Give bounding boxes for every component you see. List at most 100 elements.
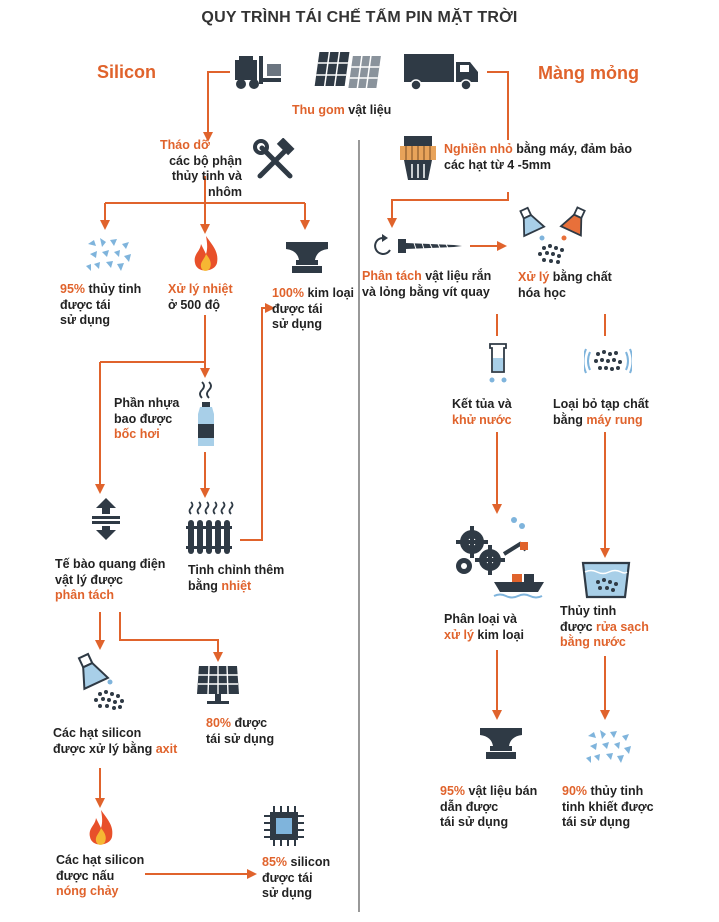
text: Loại bỏ tạp chất [553, 397, 649, 411]
step-melt: Các hạt silicon được nấu nóng chảy [56, 853, 144, 900]
tools-icon [253, 138, 295, 179]
highlight: Xử lý nhiệt [168, 282, 233, 296]
semiconductor-anvil-icon [480, 728, 522, 759]
text: tái sử dụng [206, 731, 275, 746]
highlight: axit [155, 741, 178, 756]
step-metal-100: 100% kim loại được tái sử dụng [272, 286, 354, 333]
text: vật liệu rắn [421, 269, 492, 283]
text: Các hạt silicon [53, 726, 142, 740]
silicon-heading: Silicon [97, 62, 157, 82]
step-semiconductor-95: 95% vật liệu bán dẫn được tái sử dụng [440, 784, 537, 831]
forklift-icon [235, 56, 281, 89]
highlight: rửa sạch [596, 619, 649, 634]
highlight: Tháo dỡ [160, 138, 210, 152]
step-wash-glass: Thủy tinh được rửa sạch bằng nước [560, 604, 649, 651]
solar-panel-icon [197, 665, 239, 704]
text: bằng chất [549, 270, 612, 284]
step-disassemble: Tháo dỡ các bộ phận thủy tinh và nhôm [148, 138, 242, 200]
text: được [231, 716, 268, 730]
step-silicon-85: 85% silicon được tái sử dụng [262, 855, 330, 902]
acid-flask-icon [77, 652, 124, 710]
highlight: máy rung [586, 412, 643, 427]
text: bao được [114, 411, 173, 426]
text: được tái [272, 301, 323, 316]
text: sử dụng [272, 317, 323, 331]
text: thủy tinh và nhôm [171, 169, 242, 199]
highlight: Nghiền nhỏ [444, 142, 513, 156]
text: thủy tinh [85, 282, 142, 296]
text: bằng [188, 578, 222, 593]
highlight: Thu gom [292, 103, 345, 117]
highlight: Phân tách [362, 269, 422, 283]
fire-icon [194, 236, 218, 271]
step-glass-95: 95% thủy tinh được tái sử dụng [60, 282, 141, 329]
thin-film-heading: Màng mỏng [538, 63, 639, 83]
page-title: QUY TRÌNH TÁI CHẾ TẤM PIN MẶT TRỜI [201, 9, 518, 26]
truck-icon [404, 54, 478, 91]
step-acid: Các hạt silicon được xử lý bằng axit [53, 726, 177, 757]
highlight: 85% [262, 855, 288, 869]
screw-icon [374, 234, 462, 255]
text: ở 500 độ [168, 297, 220, 312]
text: sử dụng [60, 313, 111, 327]
text: vật lý được [55, 572, 123, 587]
text: Tế bào quang điện [55, 557, 166, 571]
text: dẫn được [440, 799, 499, 814]
highlight: nhiệt [221, 578, 252, 593]
solar-panels-icon [314, 52, 381, 88]
melt-fire-icon [89, 810, 113, 845]
text: Phân loại và [444, 612, 517, 626]
gears-factory-icon [456, 517, 544, 599]
highlight: 100% [272, 286, 304, 300]
text: Các hạt silicon [56, 853, 145, 867]
text: các hạt từ 4 -5mm [444, 157, 552, 172]
step-vibrate: Loại bỏ tạp chất bằng máy rung [553, 397, 649, 428]
text: được xử lý bằng [53, 741, 156, 756]
text: các bộ phận [169, 153, 242, 168]
text: bằng [553, 412, 587, 427]
step-plastic: Phần nhựa bao được bốc hơi [114, 396, 179, 443]
separate-arrows-icon [92, 498, 120, 540]
step-collect: Thu gom vật liệu [292, 103, 391, 119]
chip-icon [264, 806, 304, 846]
text: tái sử dụng [440, 815, 509, 829]
text: vật liệu [344, 103, 392, 117]
step-screw-separate: Phân tách vật liệu rắn và lỏng bằng vít … [362, 269, 491, 300]
text: hóa học [518, 285, 566, 300]
step-sort-metal: Phân loại và xử lý kim loại [444, 612, 524, 643]
text: được [560, 619, 596, 634]
highlight: bằng nước [560, 635, 626, 649]
step-reuse-80: 80% được tái sử dụng [206, 716, 274, 747]
text: được nấu [56, 868, 115, 883]
anvil-icon [286, 242, 328, 273]
text: silicon [287, 855, 331, 869]
bottle-evaporate-icon [198, 381, 214, 446]
step-precipitate: Kết tủa và khử nước [452, 397, 512, 428]
highlight: bốc hơi [114, 427, 160, 441]
step-glass-90: 90% thủy tinh tinh khiết được tái sử dụn… [562, 784, 654, 831]
vibration-icon [584, 348, 632, 374]
text: thủy tinh [587, 784, 644, 798]
text: kim loại [473, 627, 524, 642]
highlight: 95% [440, 784, 466, 798]
text: tinh khiết được [562, 799, 654, 814]
text: Kết tủa và [452, 397, 512, 411]
text: Thủy tinh [560, 604, 617, 618]
wash-tub-icon [581, 561, 631, 599]
chemical-flasks-icon [519, 206, 586, 264]
shredder-icon [400, 136, 436, 180]
highlight: khử nước [452, 412, 512, 427]
text: và lỏng bằng vít quay [362, 284, 490, 299]
text: bằng máy, đảm bảo [512, 142, 632, 156]
text: được tái [262, 870, 313, 885]
highlight: 95% [60, 282, 86, 296]
highlight: xử lý [444, 627, 474, 642]
text: Tinh chỉnh thêm [188, 563, 285, 577]
step-refine: Tinh chỉnh thêm bằng nhiệt [188, 563, 284, 594]
highlight: nóng chảy [56, 884, 119, 898]
highlight: 80% [206, 716, 232, 730]
highlight: 90% [562, 784, 588, 798]
text: Phần nhựa [114, 396, 180, 410]
step-shred: Nghiền nhỏ bằng máy, đảm bảo các hạt từ … [444, 142, 632, 173]
